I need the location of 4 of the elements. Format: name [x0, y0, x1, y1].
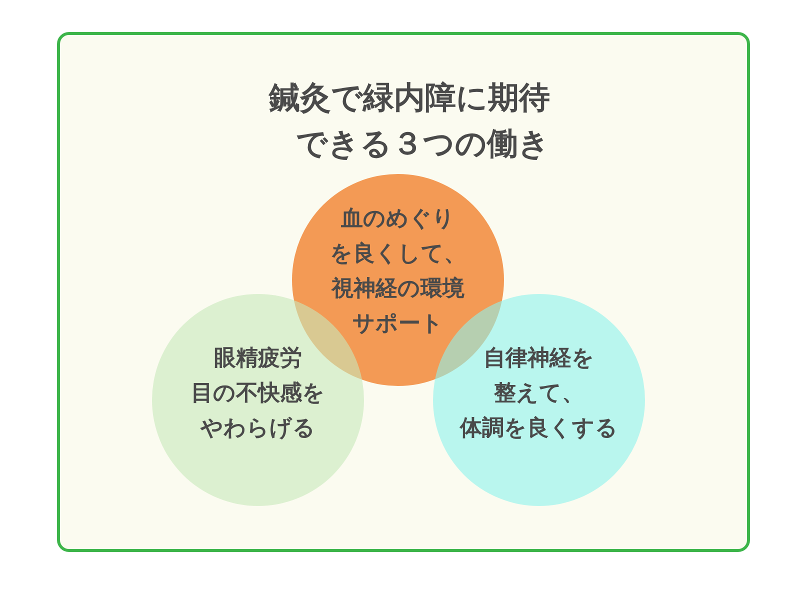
circle-text: 自律神経を整えて、体調を良くする [460, 345, 618, 444]
title: 鍼灸で緑内障に期待できる３つの働き [268, 79, 550, 164]
circle-text: 眼精疲労目の不快感をやわらげる [191, 345, 325, 444]
circle-text: 血のめぐりを良くして、視神経の環境サポート [330, 206, 466, 339]
